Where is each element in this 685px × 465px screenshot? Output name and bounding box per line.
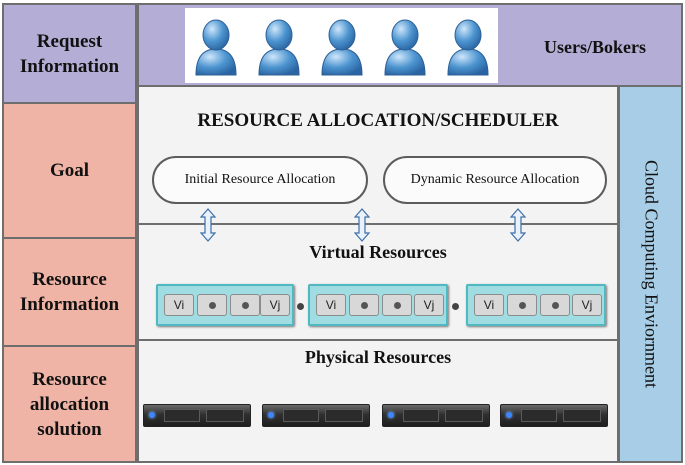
- physical-resources-title: Physical Resources: [304, 347, 452, 367]
- double-arrow-icon: [200, 208, 216, 242]
- vm-slot: [230, 294, 260, 316]
- goal-text: Goal: [49, 160, 90, 181]
- vm-slot: [382, 294, 412, 316]
- user-icon: [195, 19, 237, 76]
- main-area: [137, 85, 619, 463]
- vm-label-vi: Vi: [483, 298, 495, 312]
- request-information-text: Request Information: [19, 30, 120, 77]
- vm-slot: [349, 294, 379, 316]
- server-icon: [500, 404, 608, 427]
- user-icon: [321, 19, 363, 76]
- dynamic-allocation-box: Dynamic Resource Allocation: [383, 156, 607, 204]
- virtual-machine-group: Vi Vj: [156, 284, 294, 326]
- scheduler-title: RESOURCE ALLOCATION/SCHEDULER: [197, 110, 559, 131]
- dynamic-allocation-text: Dynamic Resource Allocation: [410, 172, 580, 187]
- virtual-machine-group: Vi Vj: [466, 284, 606, 326]
- initial-allocation-box: Initial Resource Allocation: [152, 156, 368, 204]
- resource-information-text: Resource Information: [19, 269, 120, 315]
- divider-physical: [139, 339, 617, 341]
- server-icon: [262, 404, 370, 427]
- ellipsis-dot: [297, 303, 304, 310]
- label-goal: Goal: [2, 102, 137, 239]
- users-label: Users/Bokers: [544, 37, 646, 57]
- label-resource-allocation-solution: Resource allocation solution: [2, 345, 137, 463]
- server-icon: [382, 404, 490, 427]
- initial-allocation-text: Initial Resource Allocation: [184, 172, 336, 187]
- resource-allocation-solution-text: Resource allocation solution: [29, 368, 110, 440]
- cloud-label: Cloud Computing Enviornment: [641, 160, 661, 388]
- vm-slot-vj: Vj: [572, 294, 602, 316]
- user-icon: [447, 19, 489, 76]
- ellipsis-dot: [452, 303, 459, 310]
- vm-slot-vj: Vj: [414, 294, 444, 316]
- vm-slot: [540, 294, 570, 316]
- server-icon: [143, 404, 251, 427]
- virtual-machine-group: Vi Vj: [308, 284, 448, 326]
- vm-slot: [197, 294, 227, 316]
- double-arrow-icon: [510, 208, 526, 242]
- vm-slot-vi: Vi: [474, 294, 504, 316]
- vm-label-vj: Vj: [423, 298, 435, 312]
- virtual-resources-title: Virtual Resources: [309, 242, 447, 262]
- cloud-column: Cloud Computing Enviornment: [618, 85, 683, 463]
- vm-slot: [507, 294, 537, 316]
- users-band: Users/Bokers: [137, 3, 683, 87]
- vm-label-vj: Vj: [581, 298, 593, 312]
- users-panel: [185, 8, 498, 83]
- double-arrow-icon: [354, 208, 370, 242]
- divider-virtual: [139, 223, 617, 225]
- vm-label-vi: Vi: [173, 298, 185, 312]
- label-resource-information: Resource Information: [2, 237, 137, 347]
- user-icon: [384, 19, 426, 76]
- label-request-information: Request Information: [2, 3, 137, 104]
- vm-label-vj: Vj: [269, 298, 281, 312]
- vm-slot-vj: Vj: [260, 294, 290, 316]
- vm-slot-vi: Vi: [316, 294, 346, 316]
- vm-label-vi: Vi: [325, 298, 337, 312]
- vm-slot-vi: Vi: [164, 294, 194, 316]
- user-icon: [258, 19, 300, 76]
